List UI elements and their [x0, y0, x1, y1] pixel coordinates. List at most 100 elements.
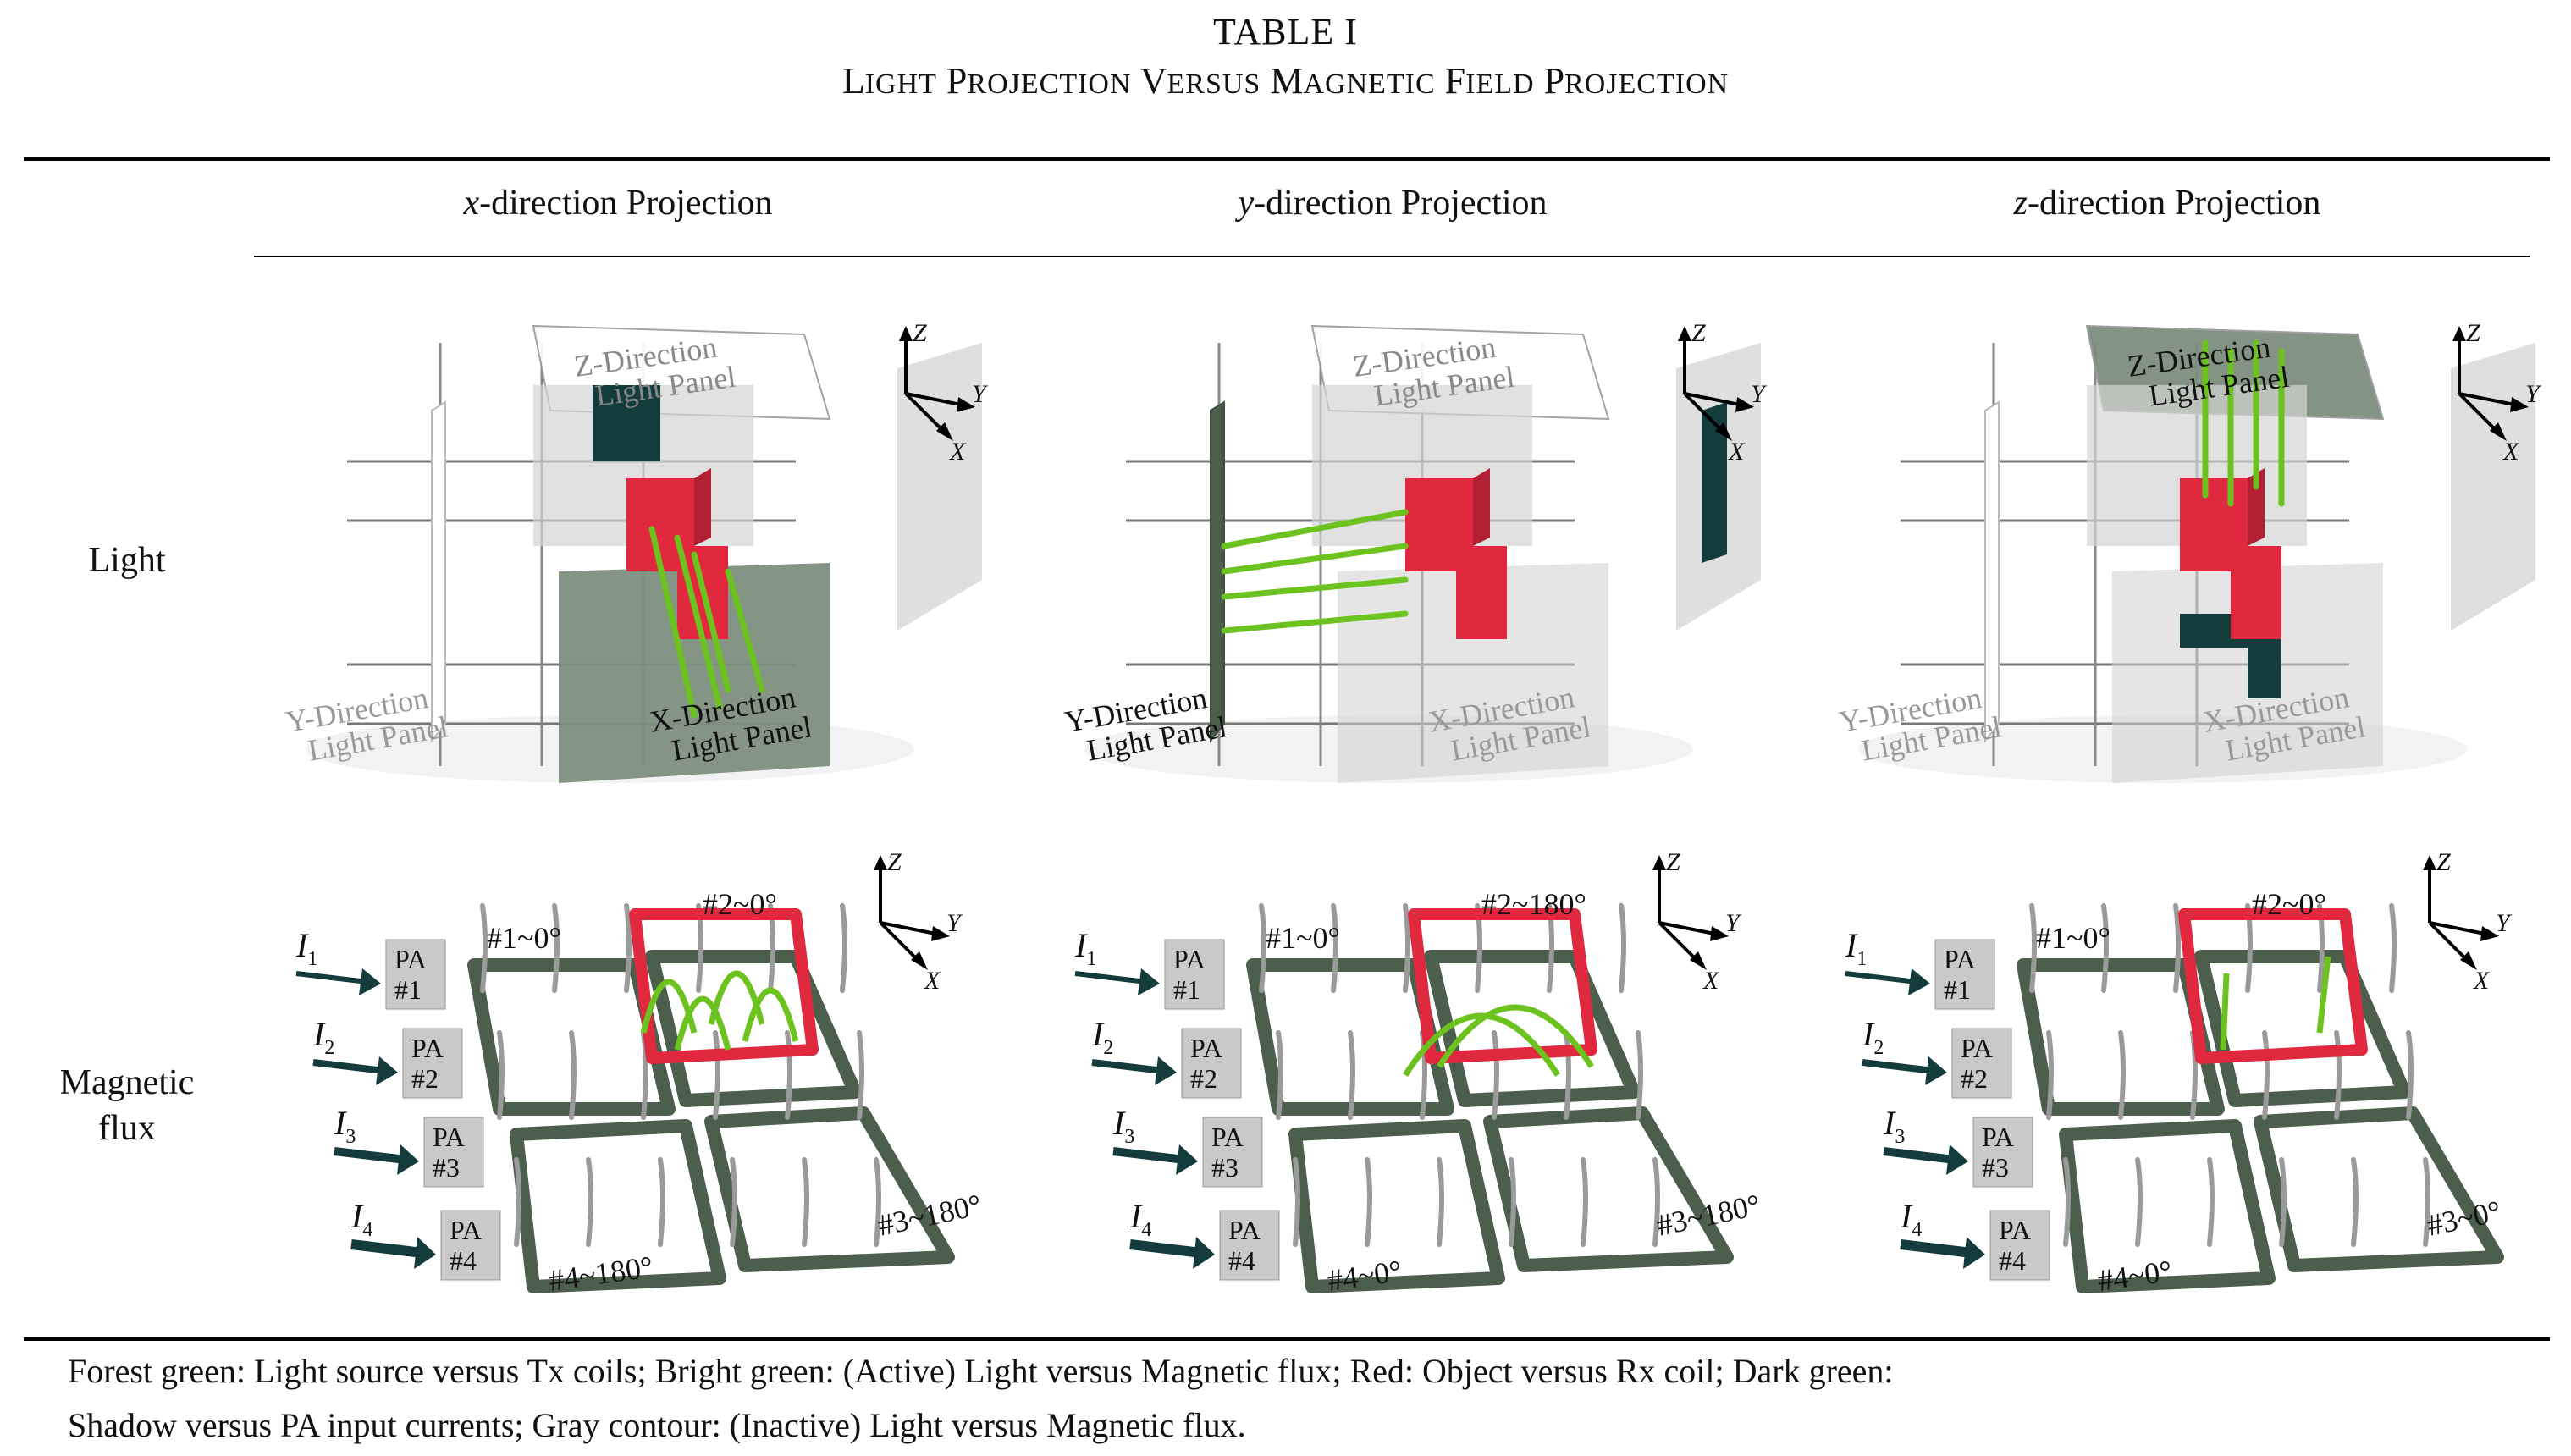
pa-box — [1951, 1028, 2012, 1099]
tx-coil — [510, 1119, 726, 1293]
y-axis — [1658, 921, 1719, 936]
current-arrowhead — [1176, 1144, 1198, 1175]
pa-box — [1181, 1028, 1242, 1099]
y-arrowhead — [931, 926, 950, 941]
inactive-flux-line — [2207, 1157, 2215, 1247]
x-axis — [879, 921, 921, 963]
current-arrow — [1129, 1239, 1202, 1258]
y-axis-label: Y — [1751, 380, 1768, 408]
light-ray — [1221, 610, 1409, 634]
inactive-flux-line — [1652, 1157, 1660, 1247]
inactive-flux-line — [2101, 903, 2109, 993]
current-label: I4 — [350, 1197, 372, 1241]
title-word: FIELD — [1444, 60, 1535, 102]
active-flux-line — [674, 995, 731, 1051]
current-subscript: 1 — [307, 948, 317, 970]
current-arrow — [350, 1239, 423, 1258]
current-arrow — [312, 1059, 385, 1074]
object-shadow — [1702, 402, 1727, 563]
right-panel — [2451, 343, 2535, 631]
current-subscript: 3 — [345, 1126, 356, 1148]
current-subscript: 2 — [1873, 1037, 1884, 1059]
y-axis — [2458, 392, 2519, 407]
x-axis-label: X — [2473, 967, 2491, 995]
z-arrowhead — [874, 855, 887, 870]
inactive-flux-line — [713, 1030, 720, 1120]
z-arrowhead — [2423, 855, 2436, 870]
tx-coil — [2254, 1106, 2504, 1272]
inactive-flux-line — [586, 1157, 593, 1247]
pa-label-line1: PA — [1228, 1215, 1261, 1245]
inactive-flux-line — [2063, 1157, 2071, 1247]
y-axis-label: Y — [2525, 380, 2542, 408]
coil-label-4: #4~0° — [1326, 1254, 1404, 1298]
current-arrowhead — [359, 968, 381, 995]
light-ray — [648, 526, 698, 719]
x-axis-label: X — [1702, 967, 1720, 995]
table-label: TABLE I — [1213, 11, 1358, 52]
current-arrowhead — [1155, 1056, 1177, 1085]
inactive-flux-line — [569, 1030, 577, 1120]
inactive-flux-line — [1437, 1157, 1444, 1247]
inactive-flux-line — [2389, 903, 2397, 993]
pa-box — [1202, 1117, 1263, 1188]
coil-label-2: #2~0° — [2252, 887, 2326, 921]
inactive-flux-line — [1348, 1030, 1355, 1120]
y-axis-label: Y — [972, 380, 989, 408]
inactive-flux-line — [785, 1030, 792, 1120]
tx-coil — [2017, 958, 2225, 1116]
object-shadow — [593, 385, 660, 461]
z-axis-label: Z — [2466, 319, 2480, 347]
active-flux-line — [1437, 1004, 1594, 1068]
pa-label-line1: PA — [1173, 944, 1206, 974]
inactive-flux-line — [1276, 1030, 1283, 1120]
inactive-flux-line — [1636, 1030, 1643, 1120]
pa-label-line1: PA — [1999, 1215, 2031, 1245]
axis-triad: ZYX — [2423, 848, 2513, 995]
x-arrowhead — [936, 422, 953, 441]
y-axis — [880, 921, 941, 936]
pa-label-line2: #4 — [450, 1245, 477, 1276]
current-subscript: 2 — [1103, 1037, 1113, 1059]
coil-label-4: #4~180° — [547, 1249, 655, 1298]
coil-label-1: #1~0° — [1266, 921, 1340, 955]
x-arrowhead — [1690, 951, 1707, 970]
row-label-magnetic-flux: Magnetic flux — [59, 1063, 195, 1148]
pa-label-line1: PA — [1211, 1122, 1244, 1152]
pa-box — [1989, 1210, 2050, 1281]
pa-label-line2: #3 — [1211, 1152, 1239, 1183]
x-axis — [2458, 392, 2500, 434]
z-arrowhead — [1678, 326, 1691, 341]
tx-coil — [1246, 958, 1454, 1116]
y-arrowhead — [1735, 397, 1754, 412]
y-axis — [1684, 392, 1745, 407]
current-label: I3 — [1883, 1104, 1905, 1148]
header-rule — [254, 256, 2530, 257]
column-heading-y: y-direction Projection — [1238, 184, 1548, 223]
inactive-flux-line — [2262, 1030, 2270, 1120]
red-object-side — [2248, 468, 2265, 546]
current-arrowhead — [376, 1056, 398, 1085]
inactive-flux-line — [802, 1157, 809, 1247]
current-subscript: 4 — [362, 1219, 372, 1241]
tx-coil — [1288, 1119, 1505, 1293]
top-rule — [24, 157, 2550, 161]
pa-box — [440, 1210, 501, 1281]
pa-label-line2: #2 — [411, 1063, 439, 1094]
current-label: I2 — [1091, 1015, 1113, 1059]
y-direction-panel — [431, 400, 446, 743]
x-axis — [2428, 921, 2470, 963]
current-arrow — [295, 971, 368, 984]
y-arrowhead — [957, 397, 975, 412]
current-arrow — [1845, 971, 1917, 984]
pa-label-line1: PA — [1961, 1033, 1993, 1063]
